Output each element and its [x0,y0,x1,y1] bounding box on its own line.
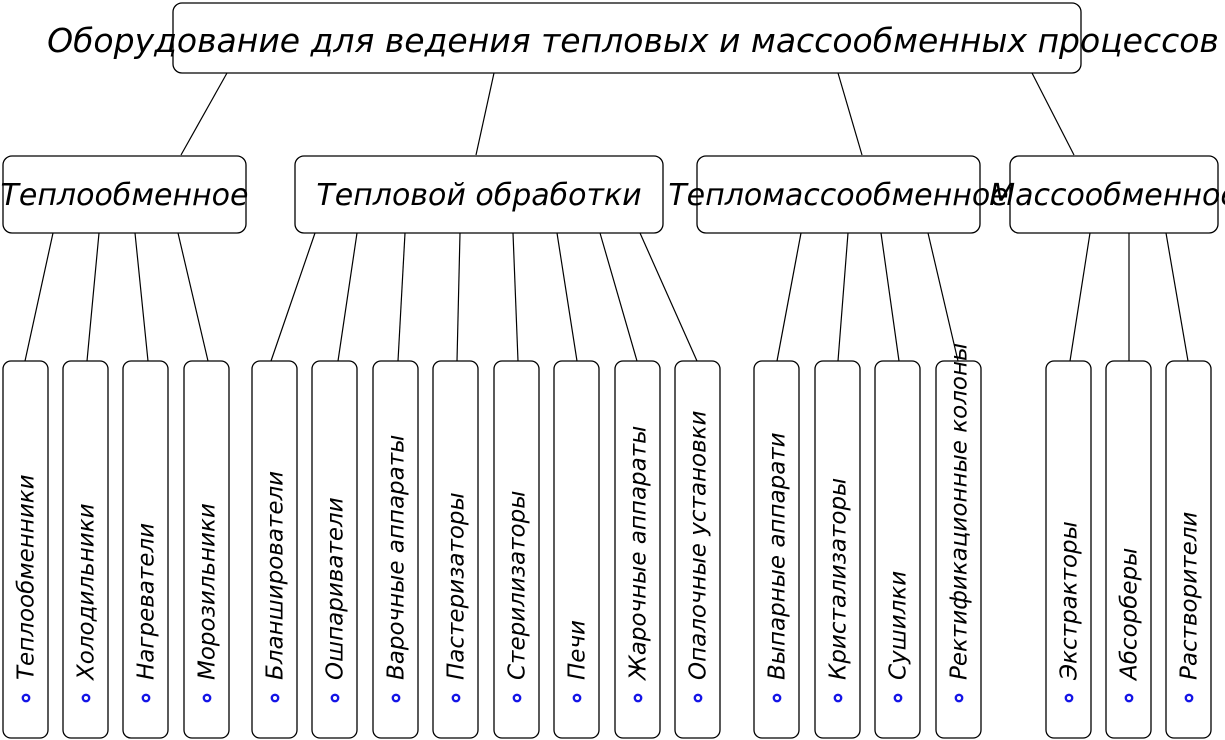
leaf-label: Опалочные установки [686,410,712,680]
leaf-box [1165,360,1212,739]
leaf-box [814,360,861,739]
leaf-box [493,360,540,739]
leaf-label: Абсорберы [1117,548,1143,682]
connector-category-to-leaf [1069,232,1091,362]
connector-category-to-leaf [639,232,698,362]
connector-root-to-category [475,72,495,156]
bullet-marker-icon [954,693,964,703]
leaf-label: Печи [565,620,591,680]
connector-category-to-leaf [556,232,578,362]
connector-root-to-category [180,72,228,156]
bullet-marker-icon [833,693,843,703]
connector-category-to-leaf [270,232,316,362]
diagram-title: Оборудование для ведения тепловых и масс… [47,21,1219,60]
leaf-label: Растворители [1177,512,1203,680]
leaf-label: Ошпариватели [323,497,349,680]
leaf-label: Теплообменники [14,474,40,680]
category-label: Теплообменное [1,178,249,213]
connector-category-to-leaf [880,232,900,362]
connector-category-to-leaf [337,232,358,362]
bullet-marker-icon [330,693,340,703]
connector-category-to-leaf [86,232,100,362]
category-box [1009,155,1219,234]
leaf-label: Стерилизаторы [505,491,531,680]
leaf-label: Нагреватели [134,523,160,680]
bullet-marker-icon [893,693,903,703]
category-box [696,155,981,234]
category-box [294,155,664,234]
leaf-label: Выпарные аппарати [765,432,791,680]
bullet-marker-icon [451,693,461,703]
leaf-box [874,360,921,739]
leaf-nodes: Теплообменники Холодильники Нагреватели Мор… [2,343,1212,739]
leaf-box [372,360,419,739]
leaf-label: Ректификационные колоны [947,343,973,680]
leaf-box [311,360,358,739]
leaf-label: Бланширователи [263,471,289,680]
category-label: Массообменное [989,178,1225,213]
bullet-marker-icon [772,693,782,703]
connector-category-to-leaf [1165,232,1189,362]
bullet-marker-icon [202,693,212,703]
category-box [2,155,247,234]
leaf-box [432,360,479,739]
leaf-label: Кристализаторы [826,478,852,680]
leaf-box [674,360,721,739]
leaf-box [1105,360,1152,739]
leaf-label: Жарочные аппараты [626,426,652,682]
leaf-box [935,360,982,739]
leaf-box [614,360,661,739]
connector-category-to-leaf [599,232,638,362]
leaf-label: Холодильники [74,503,100,681]
category-label: Тепломассообменное [668,178,1008,213]
connector-category-to-leaf [927,232,959,362]
category-label: Тепловой обработки [316,178,641,213]
connector-category-to-leaf [134,232,149,362]
leaf-box [122,360,169,739]
leaf-box [753,360,800,739]
leaf-box [1045,360,1092,739]
bullet-marker-icon [270,693,280,703]
connector-category-to-leaf [837,232,849,362]
leaf-label: Варочные аппараты [384,435,410,680]
bullet-marker-icon [512,693,522,703]
leaf-box [251,360,298,739]
bullet-marker-icon [391,693,401,703]
bullet-marker-icon [81,693,91,703]
bullet-marker-icon [572,693,582,703]
connector-root-to-category [837,72,863,156]
bullet-marker-icon [21,693,31,703]
root-node: Оборудование для ведения тепловых и масс… [47,2,1219,74]
connector-category-to-leaf [456,232,461,362]
connector-lines [24,72,1189,362]
connector-root-to-category [1031,72,1075,156]
root-box [172,2,1082,74]
connector-category-to-leaf [512,232,519,362]
bullet-marker-icon [693,693,703,703]
leaf-box [183,360,230,739]
category-nodes: Теплообменное Тепловой обработки Тепломасс… [1,155,1225,234]
connector-category-to-leaf [397,232,406,362]
leaf-label: Пастеризаторы [444,492,470,680]
bullet-marker-icon [1064,693,1074,703]
connector-category-to-leaf [776,232,802,362]
bullet-marker-icon [1124,693,1134,703]
leaf-label: Сушилки [886,571,912,680]
connector-category-to-leaf [24,232,54,362]
leaf-label: Морозильники [195,503,221,680]
bullet-marker-icon [633,693,643,703]
leaf-box [62,360,109,739]
leaf-box [2,360,49,739]
bullet-marker-icon [1184,693,1194,703]
bullet-marker-icon [141,693,151,703]
connector-category-to-leaf [177,232,209,362]
leaf-label: Экстракторы [1057,521,1083,681]
leaf-box [553,360,600,739]
